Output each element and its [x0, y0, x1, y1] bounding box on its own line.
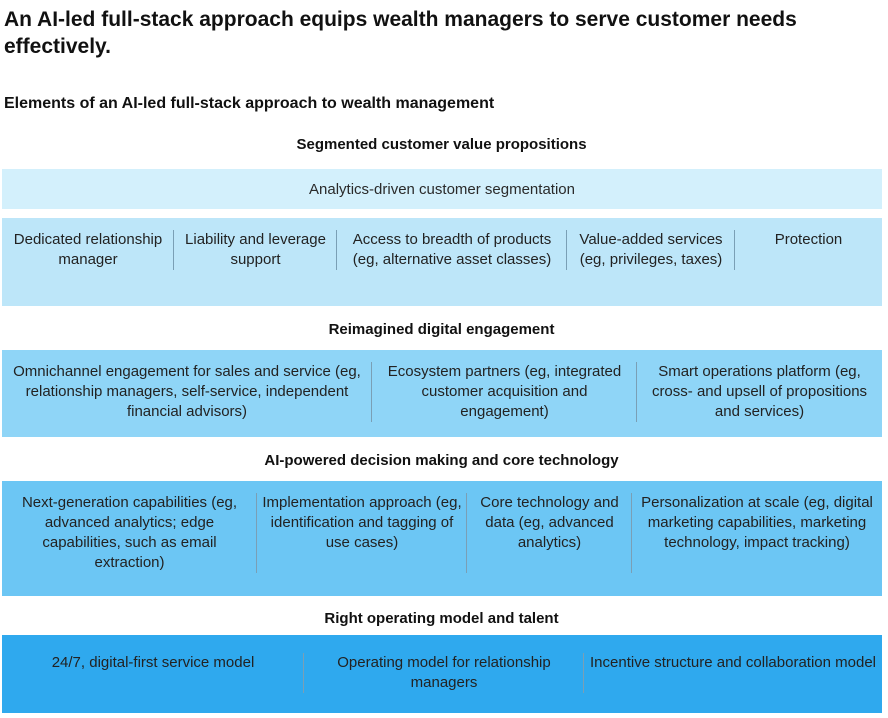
- operating-items-band: 24/7, digital-first service model Operat…: [2, 635, 882, 713]
- item-implementation-approach: Implementation approach (eg, identificat…: [257, 493, 467, 573]
- item-incentive-structure-collaboration: Incentive structure and collaboration mo…: [590, 654, 876, 671]
- item-core-technology-data: Core technology and data (eg, advanced a…: [467, 493, 632, 573]
- item-digital-first-service-model: 24/7, digital-first service model: [2, 653, 304, 693]
- heading-segmented-value-propositions: Segmented customer value propositions: [296, 136, 587, 153]
- segmented-items-band: Dedicated relationship manager Liability…: [2, 218, 882, 306]
- ai-items-band: Next-generation capabilities (eg, advanc…: [2, 481, 882, 596]
- heading-ai-decision-making: AI-powered decision making and core tech…: [264, 452, 619, 469]
- item-dedicated-relationship-manager: Dedicated relationship manager: [2, 230, 174, 270]
- item-omnichannel-engagement: Omnichannel engagement for sales and ser…: [2, 362, 372, 422]
- item-ecosystem-partners: Ecosystem partners (eg, integrated custo…: [372, 362, 637, 422]
- exhibit-subtitle: Elements of an AI-led full-stack approac…: [4, 95, 495, 112]
- heading-digital-engagement: Reimagined digital engagement: [328, 321, 555, 338]
- item-operating-model-relationship-managers: Operating model for relationship manager…: [304, 653, 584, 693]
- digital-items-band: Omnichannel engagement for sales and ser…: [2, 350, 882, 437]
- item-liability-leverage-support: Liability and leverage support: [174, 230, 337, 270]
- item-smart-operations-platform: Smart operations platform (eg, cross- an…: [651, 363, 868, 420]
- item-protection: Protection: [774, 231, 843, 248]
- segmentation-banner: Analytics-driven customer segmentation: [2, 169, 882, 209]
- page-title: An AI-led full-stack approach equips wea…: [4, 8, 797, 58]
- segmentation-banner-label: Analytics-driven customer segmentation: [309, 180, 575, 198]
- item-access-breadth-products: Access to breadth of products (eg, alter…: [337, 230, 567, 270]
- item-personalization-at-scale: Personalization at scale (eg, digital ma…: [641, 494, 873, 551]
- item-value-added-services: Value-added services (eg, privileges, ta…: [567, 230, 735, 270]
- item-next-generation-capabilities: Next-generation capabilities (eg, advanc…: [2, 493, 257, 573]
- heading-operating-model-talent: Right operating model and talent: [324, 610, 559, 627]
